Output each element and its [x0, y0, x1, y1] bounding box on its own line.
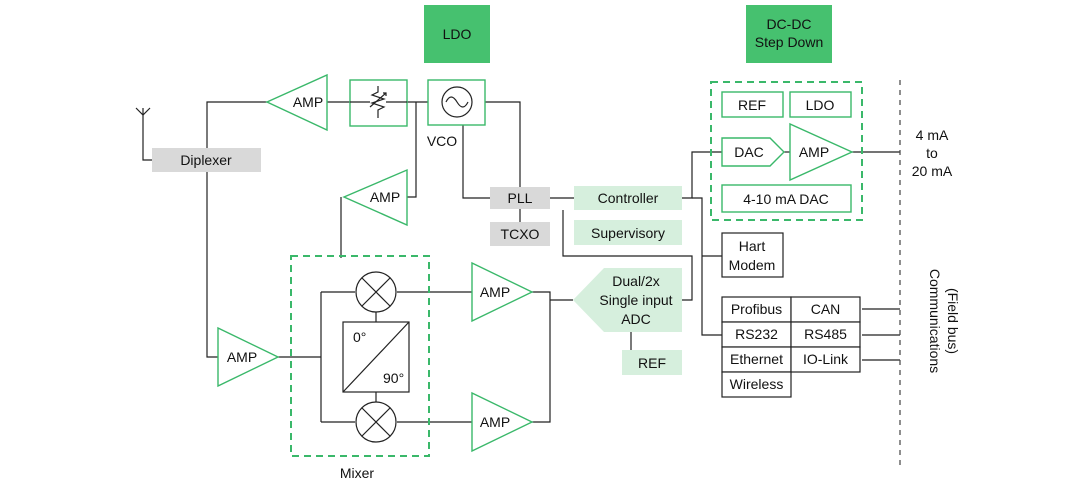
antenna-icon: [135, 107, 151, 116]
dac-label: DAC: [734, 144, 764, 160]
fieldbus-cell: [721, 371, 792, 398]
adc-block: Dual/2x Single input ADC: [573, 268, 682, 332]
amp-tx: AMP: [265, 73, 328, 132]
mixer-label: Mixer: [340, 465, 375, 480]
pll-label: PLL: [508, 190, 533, 206]
output-label-line1: 4 mA: [916, 127, 949, 143]
mixer-boundary: [290, 255, 430, 457]
fieldbus-cell: [721, 296, 792, 323]
dac-4-10-label: 4-10 mA DAC: [743, 191, 829, 207]
wires: [142, 80, 901, 470]
amp-out: [789, 122, 854, 182]
controller-label: Controller: [598, 190, 659, 206]
vco-label: VCO: [427, 133, 457, 149]
amp-lna-label: AMP: [227, 349, 257, 365]
amp-q: AMP: [471, 391, 534, 453]
vco-block: VCO: [427, 79, 486, 149]
output-label-line3: 20 mA: [912, 163, 953, 179]
oscillator-icon: [441, 86, 473, 118]
controller-block: Controller: [574, 186, 682, 210]
output-current-label: 4 mA to 20 mA: [912, 127, 953, 179]
fieldbus-label: Profibus: [731, 301, 782, 317]
phase-0-label: 0°: [353, 329, 366, 345]
ldo-top-label: LDO: [443, 26, 472, 42]
filter-icon: [349, 79, 408, 127]
amp-lo: AMP: [342, 168, 408, 227]
fieldbus-label: Ethernet: [730, 351, 783, 367]
fieldbus-cell: [790, 346, 861, 373]
amp-i: AMP: [471, 261, 534, 323]
ref-right-label: REF: [738, 97, 766, 113]
ldo-top-block: LDO: [424, 5, 490, 63]
hart-modem-block: Hart Modem: [721, 232, 784, 278]
adc-label-line3: ADC: [621, 311, 651, 327]
communications-line1: Communications: [927, 269, 943, 373]
diplexer-label: Diplexer: [180, 152, 232, 168]
amp-q-label: AMP: [480, 414, 510, 430]
amp-tx-label: AMP: [293, 94, 323, 110]
ldo-right-label: LDO: [806, 97, 835, 113]
output-label-line2: to: [926, 145, 938, 161]
fieldbus-cell: [721, 346, 792, 373]
hart-label-line1: Hart: [739, 238, 766, 254]
amp-i-label: AMP: [480, 284, 510, 300]
communications-line2: (Field bus): [945, 288, 961, 354]
tcxo-label: TCXO: [501, 226, 540, 242]
dac-block: [721, 137, 785, 167]
dcdc-label-line2: Step Down: [755, 34, 823, 50]
mixer-group: 0° 90° Mixer: [290, 255, 430, 480]
fieldbus-label: RS485: [804, 326, 847, 342]
ref-adc-block: REF: [622, 350, 682, 375]
pll-block: PLL: [490, 187, 550, 209]
fieldbus-label: IO-Link: [803, 351, 849, 367]
diplexer-block: Diplexer: [152, 148, 261, 172]
fieldbus-cell: [790, 296, 861, 323]
dcdc-block: DC-DC Step Down: [746, 5, 832, 63]
fieldbus-label: CAN: [811, 301, 841, 317]
supervisory-block: Supervisory: [574, 220, 682, 245]
fieldbus-label: RS232: [735, 326, 778, 342]
tcxo-block: TCXO: [490, 222, 550, 246]
phase-90-label: 90°: [383, 370, 404, 386]
amp-out-label: AMP: [799, 144, 829, 160]
dcdc-label-line1: DC-DC: [766, 16, 811, 32]
adc-label-line2: Single input: [599, 292, 672, 308]
adc-label-line1: Dual/2x: [612, 273, 659, 289]
hart-label-line2: Modem: [729, 257, 776, 273]
amp-lo-label: AMP: [370, 189, 400, 205]
ref-adc-label: REF: [638, 355, 666, 371]
fieldbus-label: Wireless: [730, 376, 784, 392]
output-stage-group: REF LDO DAC AMP 4-10 mA DAC: [710, 81, 863, 221]
amp-lna: AMP: [217, 326, 280, 388]
communications-label: Communications (Field bus): [927, 269, 961, 373]
supervisory-label: Supervisory: [591, 225, 665, 241]
output-stage-boundary: [710, 81, 863, 221]
